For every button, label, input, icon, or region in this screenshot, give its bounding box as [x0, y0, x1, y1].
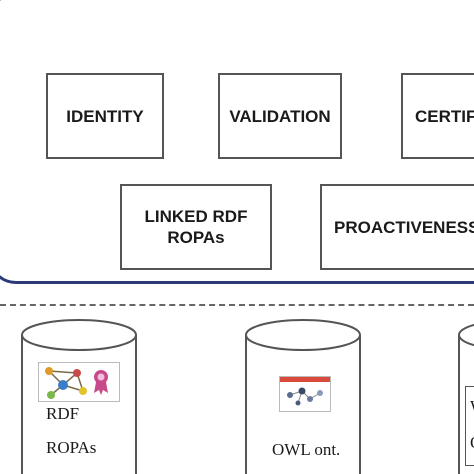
- ropas-label: ROPAs: [46, 438, 97, 457]
- owl-ontology-store: OWL ont.: [244, 318, 362, 474]
- third-store-label-line1: W: [470, 397, 474, 417]
- validation-box: VALIDATION: [218, 73, 342, 159]
- identity-label: IDENTITY: [66, 106, 144, 126]
- rdf-ropas-store: RDF ROPAs: [20, 318, 138, 474]
- rdf-label: RDF: [46, 404, 80, 423]
- third-store: W O: [457, 318, 474, 474]
- linked-rdf-label-line2: ROPAs: [167, 228, 225, 247]
- certification-box: CERTIFI: [401, 73, 474, 159]
- services-panel: [0, 0, 474, 284]
- ontology-graph-icon: [279, 376, 331, 412]
- linked-rdf-ropas-box: LINKED RDF ROPAs: [120, 184, 272, 270]
- third-store-label-line2: O: [470, 433, 474, 453]
- cylinder-shape: [21, 319, 137, 474]
- proactiveness-label: PROACTIVENESS: [334, 217, 474, 237]
- owl-ont-label: OWL ont.: [272, 440, 341, 459]
- identity-box: IDENTITY: [46, 73, 164, 159]
- proactiveness-box: PROACTIVENESS: [320, 184, 474, 270]
- network-graph-icon: [38, 362, 120, 402]
- dashed-divider: [0, 304, 474, 306]
- document-icon: W O: [465, 386, 474, 466]
- certification-label: CERTIFI: [415, 106, 474, 126]
- cylinder-shape: [245, 319, 361, 474]
- linked-rdf-label-line1: LINKED RDF: [144, 207, 248, 226]
- validation-label: VALIDATION: [229, 106, 331, 126]
